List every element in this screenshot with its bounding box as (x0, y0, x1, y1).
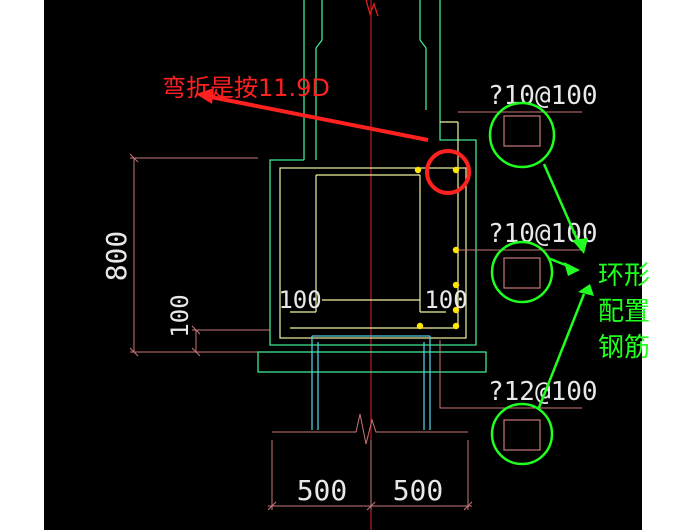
bend-highlight-circle (425, 149, 471, 195)
drawing-background (44, 0, 642, 530)
ring-note-line1: 环形 (598, 261, 650, 291)
width-dimension (267, 440, 473, 511)
wall-outline (303, 0, 441, 160)
rebar-dot (414, 166, 422, 174)
rebar-label-bottom: ?12@100 (488, 377, 598, 407)
bend-arrow-line (205, 94, 429, 142)
rebar-dots (414, 166, 460, 330)
rebar-dot (452, 322, 460, 330)
ring-note-line3: 钢筋 (598, 333, 650, 363)
pile-cap-outline (257, 120, 487, 373)
rebar-section-box-top (503, 115, 541, 147)
dim-bend-left: 100 (278, 286, 321, 314)
dim-height-bottom: 100 (166, 294, 194, 337)
bend-note: 弯折是按11.9D (162, 74, 330, 102)
ring-rebar-arrows (536, 163, 594, 411)
height-dimension (129, 153, 270, 357)
ring-rebar-highlights (488, 101, 556, 466)
rebar-dot (452, 166, 460, 174)
pile-break-line (272, 413, 468, 445)
rebar-dot (416, 322, 424, 330)
dim-width-left: 500 (297, 474, 348, 507)
pile-below (311, 335, 431, 430)
dim-height-total: 800 (100, 231, 133, 282)
ring-note-line2: 配置 (598, 297, 650, 327)
bend-arrow-head (196, 88, 214, 104)
rebar-cage (279, 121, 467, 339)
dim-bend-right: 100 (424, 286, 467, 314)
dim-width-right: 500 (393, 474, 444, 507)
rebar-label-top: ?10@100 (488, 81, 598, 111)
rebar-dot (452, 306, 460, 314)
rebar-dot (452, 281, 460, 289)
rebar-section-box-middle (503, 257, 541, 289)
rebar-dot (452, 246, 460, 254)
rebar-section-box-bottom (503, 419, 541, 451)
